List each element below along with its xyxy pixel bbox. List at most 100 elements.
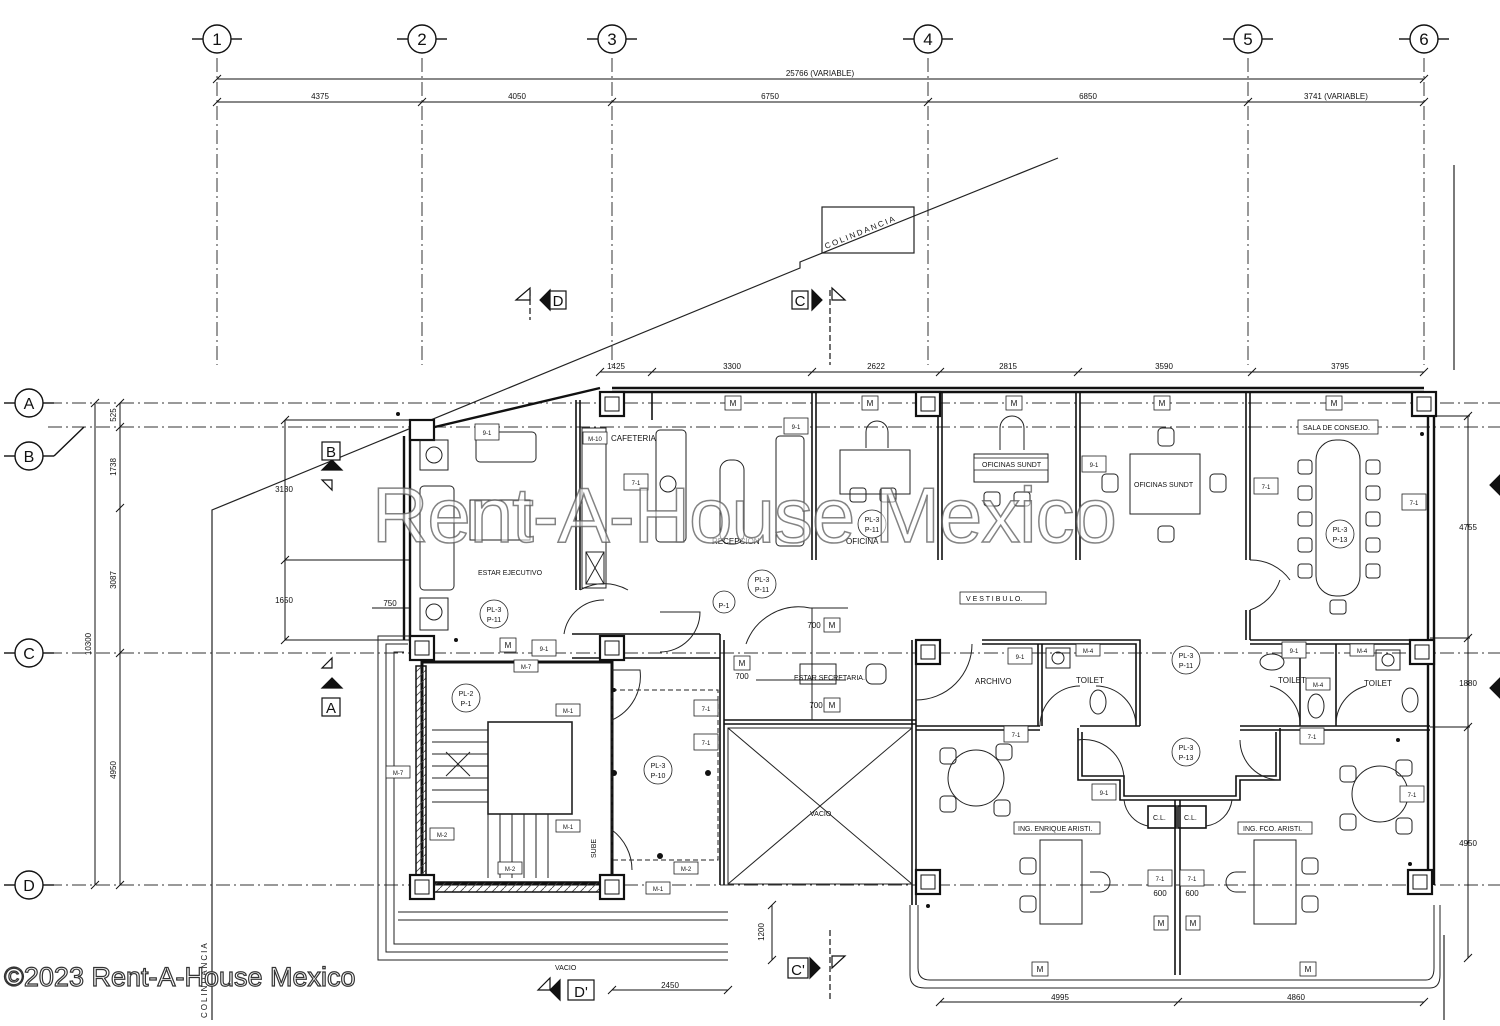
tag-m2-b: M-2 [505,867,516,873]
label-vacio-bottom: VACIO [555,965,577,972]
tag-m-10: M [1037,965,1044,974]
label-recepcion: RECEPCION [712,537,760,546]
tag-71-c: 7-1 [1410,501,1419,507]
tag-71-h: 7-1 [702,741,711,747]
tag-p11-c: P-11 [865,527,879,534]
tag-91-c: 9-1 [792,425,801,431]
grid-lines [48,58,1500,886]
room-labels: CAFETERIA RECEPCION OFICINA OFICINAS SUN… [478,419,1392,972]
tag-m-4: M [1159,399,1166,408]
grid-bubbles-columns [192,24,1449,54]
tag-71-a: 7-1 [632,481,641,487]
tag-71-f: 7-1 [1408,793,1417,799]
central-void [727,727,913,885]
tag-p11-a: P-11 [755,587,769,594]
dim-left-inner-1: 525 [109,408,118,422]
tag-p1-b: P-1 [719,603,730,610]
dim-front-1: 1425 [607,362,625,371]
label-archivo: ARCHIVO [975,677,1011,686]
grid-bubbles-rows [4,388,85,900]
dim-bottom-2: 4860 [1287,993,1305,1002]
front-dimension-lines [595,367,1429,377]
dim-misc-700-c: 700 [809,701,823,710]
tag-pl3-g: PL-3 [651,763,666,770]
tag-m-1: M [730,399,737,408]
tag-pl3-d: PL-3 [1333,527,1348,534]
grid-label-col-4: 4 [923,30,932,49]
dim-top-4: 6850 [1079,92,1097,101]
grid-label-col-1: 1 [212,30,221,49]
dim-overall: 25766 (VARIABLE) [786,69,855,78]
label-vacio-center: VACIO [810,811,832,818]
label-oficinas-sundt-2: OFICINAS SUNDT [1134,482,1194,489]
tag-m-7: M [739,659,746,668]
property-lines [211,157,1455,1020]
label-sube: SUBE [591,839,598,858]
dim-top-5: 3741 (VARIABLE) [1304,92,1368,101]
tag-pl2: PL-2 [459,691,474,698]
tag-m1-b: M-1 [563,825,574,831]
pl-tags [451,509,1355,785]
tag-pl3-b: PL-3 [487,607,502,614]
dim-bottom-3: 2450 [661,981,679,990]
label-estar-ejecutivo: ESTAR EJECUTIVO [478,570,543,577]
tag-pl3-f: PL-3 [1179,745,1194,752]
tag-m4-c: M-4 [1313,683,1324,689]
section-label-c: C [795,293,806,310]
section-label-c-prime: C' [791,962,805,979]
dim-right-1: 4755 [1459,523,1477,532]
tag-91-b: 9-1 [540,647,549,653]
section-label-d-prime: D' [574,984,588,1001]
tag-p10: P-10 [651,773,666,780]
tag-91-d: 9-1 [1090,463,1099,469]
tag-m-2: M [867,399,874,408]
tag-m2-c: M-2 [681,867,692,873]
tag-71-d: 7-1 [1012,733,1021,739]
tag-pl3-a: PL-3 [755,577,770,584]
tag-71-i: 7-1 [1156,877,1165,883]
grid-label-col-3: 3 [607,30,616,49]
tag-71-j: 7-1 [1188,877,1197,883]
tag-p11-d: P-11 [1179,663,1193,670]
dim-top-1: 4375 [311,92,329,101]
structural-columns [408,390,1438,901]
label-estar-secretaria: ESTAR SECRETARIA. [794,675,865,682]
tag-m-11: M [1305,965,1312,974]
grid-label-row-d: D [23,878,35,895]
dim-misc-700-a: 700 [807,621,821,630]
copyright-text: ©2023 Rent-A-House Mexico [3,961,356,992]
grid-label-col-6: 6 [1419,30,1428,49]
label-cl-1: C.L. [1153,815,1166,822]
dim-bottom-1: 4995 [1051,993,1069,1002]
section-markers [320,286,1500,1002]
tag-pl3-e: PL-3 [1179,653,1194,660]
dim-right-2: 1880 [1459,679,1477,688]
tag-pl3-c: PL-3 [865,517,880,524]
dim-left-local-1: 3130 [275,485,293,494]
dim-front-2: 3300 [723,362,741,371]
label-sala-consejo: SALA DE CONSEJO. [1303,425,1370,432]
grid-label-col-5: 5 [1243,30,1252,49]
tag-p11-b: P-11 [487,617,501,624]
label-ing-fco: ING. FCO. ARISTI. [1243,826,1302,833]
tag-m-13: M [1190,919,1197,928]
dim-front-4: 2815 [999,362,1017,371]
dim-right-3: 4950 [1459,839,1477,848]
tag-71-e: 7-1 [1308,735,1317,741]
tag-m-5: M [1331,399,1338,408]
section-label-b: B [326,444,336,461]
small-tags: M-10 M-7 M-7 M-1 M-1 M-1 M-2 M-2 M-2 M-4… [385,417,1427,895]
grid-label-row-a: A [24,396,35,413]
dim-left-inner-4: 4950 [109,761,118,779]
dim-misc-700-b: 700 [735,672,749,681]
tag-m-8: M [829,621,836,630]
label-colindancia-side: COLINDANCIA [200,941,209,1018]
dim-top-3: 6750 [761,92,779,101]
dim-left-local-3: 750 [383,599,397,608]
tag-m7-a: M-7 [521,665,532,671]
dim-front-6: 3795 [1331,362,1349,371]
tag-91-f: 9-1 [1290,649,1299,655]
tag-m1-a: M-1 [563,709,574,715]
dim-left-inner-2: 1738 [109,458,118,476]
